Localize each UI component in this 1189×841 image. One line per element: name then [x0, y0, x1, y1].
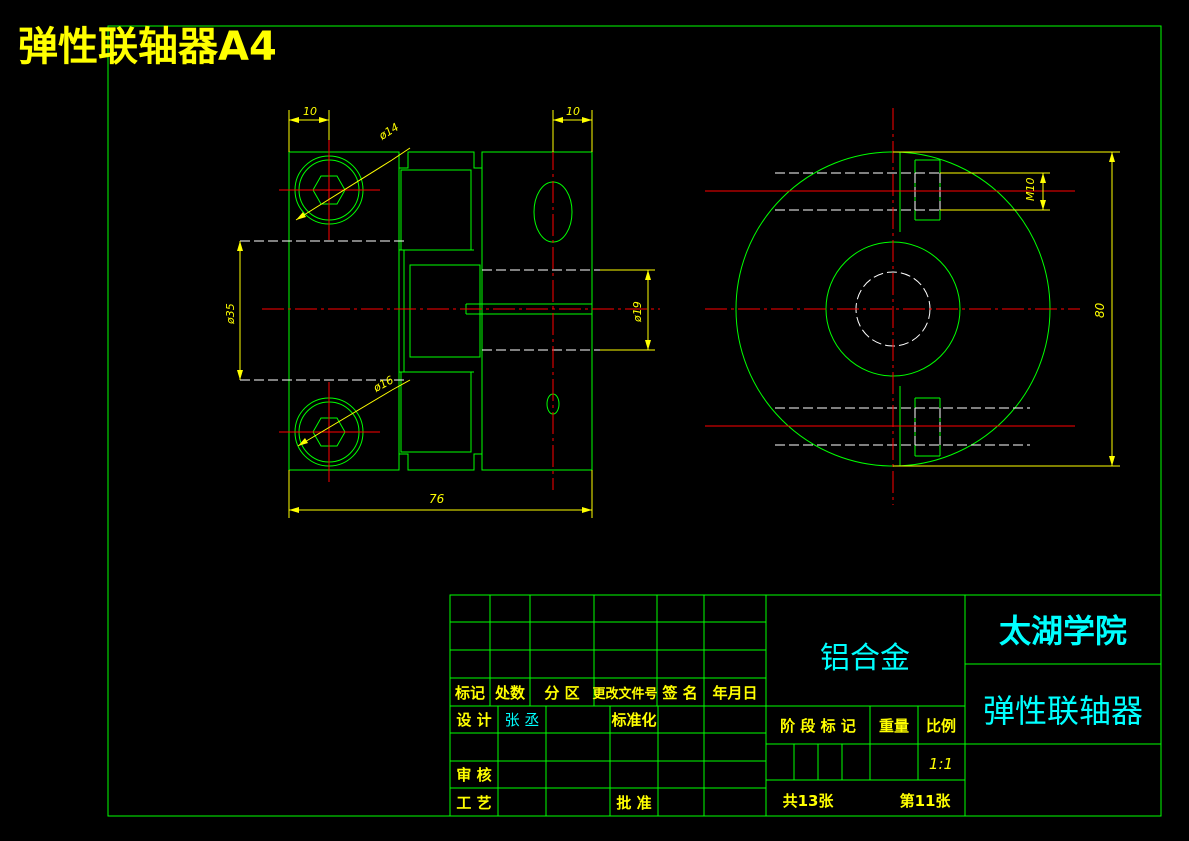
scale-value: 1:1 — [929, 755, 953, 773]
dim-outer-dia: 80 — [1093, 302, 1107, 318]
review-label: 审 核 — [456, 766, 491, 784]
scale-label: 比例 — [926, 717, 956, 735]
stage-label: 阶 段 标 记 — [780, 717, 856, 735]
dim-overall-length: 76 — [429, 492, 445, 506]
side-view-arrowheads — [1040, 152, 1115, 466]
title-block-grid — [449, 594, 1162, 817]
front-view-hidden-lines — [240, 240, 600, 381]
header-label-change-doc: 更改文件号 — [592, 686, 657, 702]
header-label-count: 处数 — [494, 684, 526, 702]
side-view-centerlines — [705, 108, 1080, 505]
sheets-total: 共13张 — [783, 792, 835, 810]
part-name-text: 弹性联轴器 — [983, 692, 1143, 730]
dim-bolt-dia: ø16 — [370, 373, 395, 395]
front-view-centerlines — [262, 115, 660, 490]
drawing-title: 弹性联轴器A4 — [18, 24, 277, 70]
designer-name: 张 丞 — [505, 711, 540, 729]
left-hub-outline — [288, 151, 400, 471]
dim-bolt-head-dia: ø14 — [376, 121, 401, 144]
middle-spider — [398, 151, 483, 471]
school-text: 太湖学院 — [999, 612, 1127, 650]
header-label-date: 年月日 — [712, 684, 757, 702]
right-hub-outline — [481, 151, 593, 471]
dim-pin-dia: ø19 — [631, 301, 644, 323]
header-label-sign: 签 名 — [661, 684, 697, 702]
standardization-label: 标准化 — [610, 711, 656, 729]
dim-top-left-width: 10 — [303, 105, 317, 118]
spider-upper-block — [400, 169, 472, 251]
design-label: 设 计 — [456, 711, 491, 729]
process-label: 工 艺 — [456, 794, 491, 812]
dim-bore-dia: ø35 — [224, 303, 237, 325]
dim-top-right-width: 10 — [566, 105, 580, 118]
header-label-zone: 分 区 — [544, 684, 579, 702]
header-label-mark: 标记 — [454, 684, 485, 702]
front-view-dimensions — [239, 110, 655, 518]
spider-center-block — [409, 264, 481, 358]
material-text: 铝合金 — [820, 641, 910, 676]
front-view — [288, 151, 593, 471]
sheet-number: 第11张 — [900, 792, 952, 810]
front-view-arrowheads — [237, 117, 651, 513]
weight-label: 重量 — [879, 717, 909, 735]
spider-lower-block — [400, 371, 472, 453]
dim-thread: M10 — [1024, 178, 1037, 202]
approve-label: 批 准 — [616, 794, 651, 812]
